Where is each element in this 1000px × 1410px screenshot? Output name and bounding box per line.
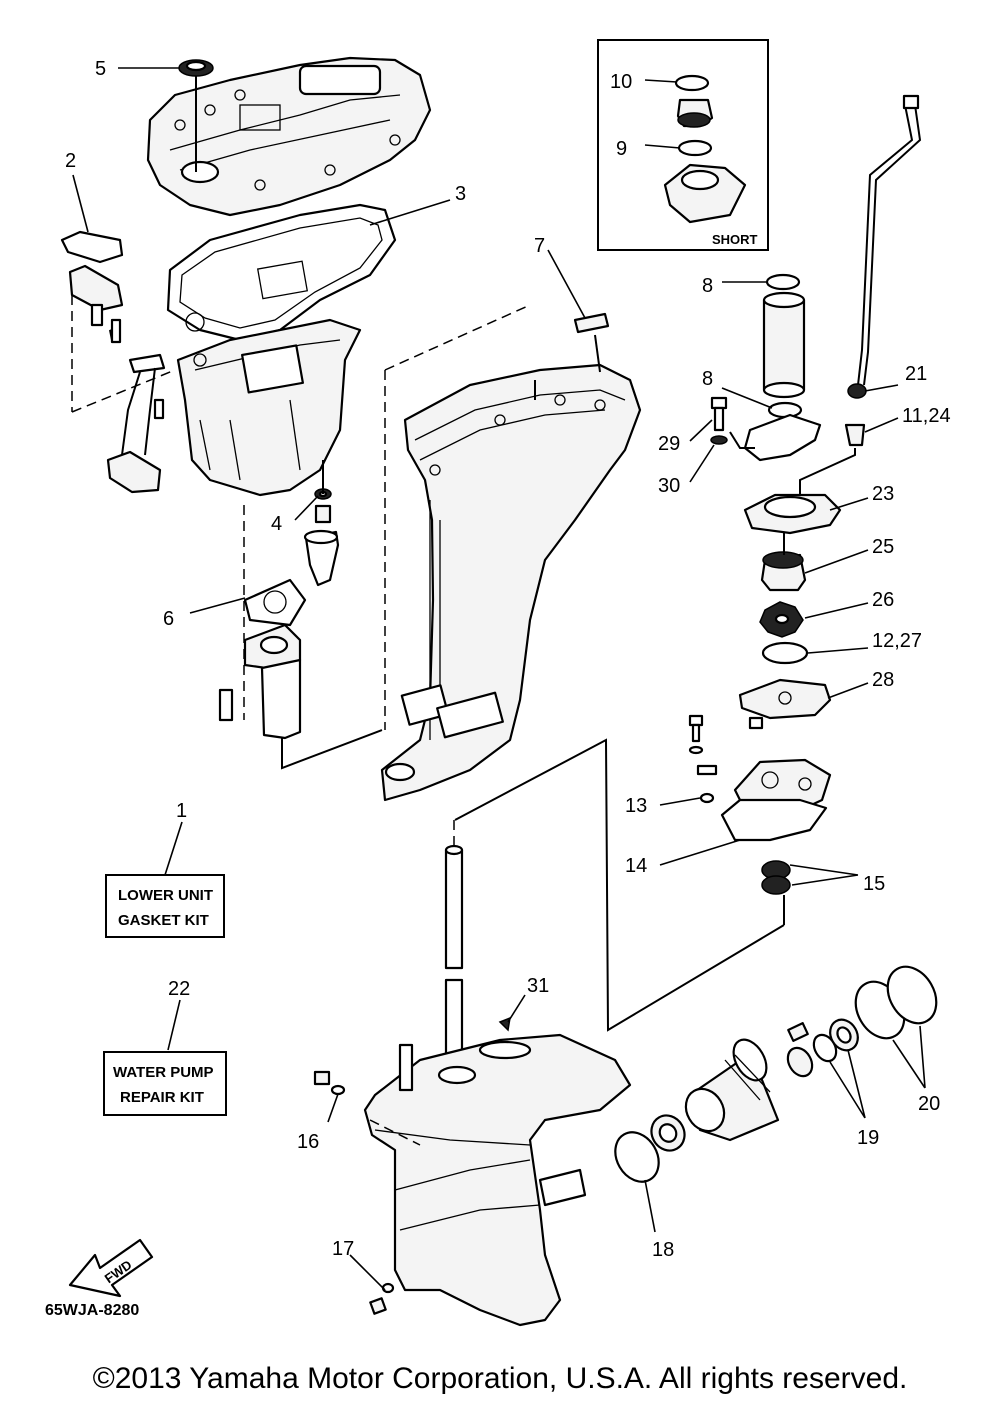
water-tube — [857, 94, 922, 386]
bolt-17 — [369, 1282, 395, 1315]
part-label-15: 15 — [863, 873, 885, 895]
gasket-kit-line2: GASKET KIT — [118, 912, 209, 929]
part-label-16: 16 — [297, 1131, 319, 1153]
gasket-kit-line1: LOWER UNIT — [118, 887, 213, 904]
bearing-housing — [684, 1038, 780, 1142]
gasket-6 — [243, 578, 307, 627]
part-label-14: 14 — [625, 855, 647, 877]
part-label-22: 22 — [168, 978, 190, 1000]
washers-19 — [812, 1018, 859, 1063]
oil-seal-15 — [761, 860, 791, 895]
water-pump-kit-box: WATER PUMP REPAIR KIT — [103, 1051, 227, 1116]
part-number-labels: 1 2 3 4 5 6 7 8 8 9 10 11,24 12,27 13 14… — [65, 58, 951, 1261]
part-label-21: 21 — [905, 363, 927, 385]
part-label-31: 31 — [527, 975, 549, 997]
bolt-prop — [787, 1022, 809, 1042]
oil-pan — [176, 318, 362, 497]
part-label-28: 28 — [872, 669, 894, 691]
part-label-19: 19 — [857, 1127, 879, 1149]
bearing — [650, 1114, 686, 1152]
part-label-13: 13 — [625, 795, 647, 817]
oring-8a — [765, 273, 801, 291]
part-label-2: 2 — [65, 150, 76, 172]
part-label-20: 20 — [918, 1093, 940, 1115]
copyright-notice: ©2013 Yamaha Motor Corporation, U.S.A. A… — [92, 1362, 908, 1395]
part-label-6: 6 — [163, 608, 174, 630]
grommet-11-24 — [844, 423, 866, 447]
pump-housing-23 — [743, 493, 842, 535]
washer-13 — [699, 792, 715, 804]
sleeve — [303, 529, 340, 587]
part-label-1: 1 — [176, 800, 187, 822]
washer-30 — [710, 435, 728, 445]
oring-18 — [614, 1131, 660, 1183]
part-label-17: 17 — [332, 1238, 354, 1260]
part-label-10: 10 — [610, 71, 632, 93]
lower-casing — [363, 1033, 632, 1327]
gasket-14 — [720, 798, 828, 842]
gasket-3 — [166, 203, 397, 342]
bolt-16 — [313, 1070, 346, 1096]
part-label-3: 3 — [455, 183, 466, 205]
gasket-12-27 — [761, 641, 809, 665]
short-inset-label: SHORT — [712, 232, 758, 247]
part-label-30: 30 — [658, 475, 680, 497]
orings-20 — [854, 965, 938, 1040]
seal-housing — [786, 1046, 814, 1078]
fwd-arrow: FWD — [68, 1238, 154, 1298]
plate-7 — [573, 312, 610, 334]
short-shaft-inset: SHORT — [597, 39, 769, 251]
part-label-9: 9 — [616, 138, 627, 160]
outer-plate-28 — [738, 678, 832, 720]
seal-5 — [178, 59, 214, 77]
impeller-26 — [759, 601, 804, 638]
exhaust-guide — [243, 623, 302, 740]
part-label-12-27: 12,27 — [872, 630, 922, 652]
part-label-18: 18 — [652, 1239, 674, 1261]
part-label-8b: 8 — [702, 368, 713, 390]
water-pump-kit-line1: WATER PUMP — [113, 1064, 214, 1081]
gasket-kit-box: LOWER UNIT GASKET KIT — [105, 874, 225, 938]
part-label-23: 23 — [872, 483, 894, 505]
part-label-11-24: 11,24 — [902, 405, 951, 427]
part-label-26: 26 — [872, 589, 894, 611]
part-label-4: 4 — [271, 513, 282, 535]
water-pump-kit-line2: REPAIR KIT — [120, 1089, 204, 1106]
tube-8 — [762, 291, 806, 399]
part-label-8a: 8 — [702, 275, 713, 297]
bolt-29 — [710, 396, 728, 432]
oil-strainer — [106, 353, 166, 494]
leader-lines — [72, 67, 926, 1291]
part-label-25: 25 — [872, 536, 894, 558]
bracket-plate — [743, 413, 822, 462]
insert-cartridge-25 — [760, 551, 807, 592]
part-label-7: 7 — [534, 235, 545, 257]
bolts-small — [688, 714, 718, 776]
key-31 — [498, 1016, 511, 1032]
part-label-5: 5 — [95, 58, 106, 80]
drive-shaft-housing — [380, 363, 642, 802]
bracket-2 — [60, 230, 124, 327]
diagram-code: 65WJA-8280 — [45, 1302, 139, 1319]
oring-8b — [767, 401, 803, 419]
drain-plug — [314, 504, 332, 524]
part-label-29: 29 — [658, 433, 680, 455]
grommet-21 — [847, 383, 867, 399]
drive-shaft — [444, 844, 464, 1072]
upper-casing — [146, 56, 432, 217]
